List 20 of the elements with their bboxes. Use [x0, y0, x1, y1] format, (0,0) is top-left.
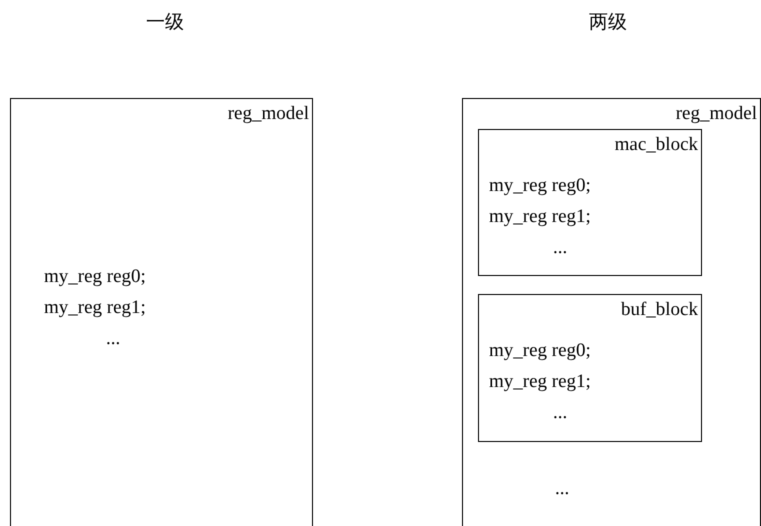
- block-title: reg_model: [228, 102, 309, 126]
- block-box: [478, 129, 702, 276]
- container-box: [10, 98, 313, 526]
- code-line: my_reg reg0;: [489, 339, 591, 363]
- code-line: my_reg reg1;: [44, 296, 146, 320]
- block-box: [478, 294, 702, 442]
- code-line: ...: [106, 327, 120, 351]
- column-heading: 一级: [146, 10, 184, 35]
- code-line: my_reg reg0;: [44, 265, 146, 289]
- column-heading: 两级: [589, 10, 627, 35]
- block-title: reg_model: [676, 102, 757, 126]
- code-line: ...: [553, 236, 568, 260]
- code-line: my_reg reg1;: [489, 370, 591, 394]
- container-box: [462, 98, 761, 526]
- block-title: buf_block: [620, 298, 698, 322]
- code-line: my_reg reg0;: [489, 174, 591, 198]
- code-line: ...: [555, 477, 570, 501]
- code-line: ...: [553, 401, 568, 425]
- block-title: mac_block: [614, 133, 698, 157]
- code-line: my_reg reg1;: [489, 205, 591, 229]
